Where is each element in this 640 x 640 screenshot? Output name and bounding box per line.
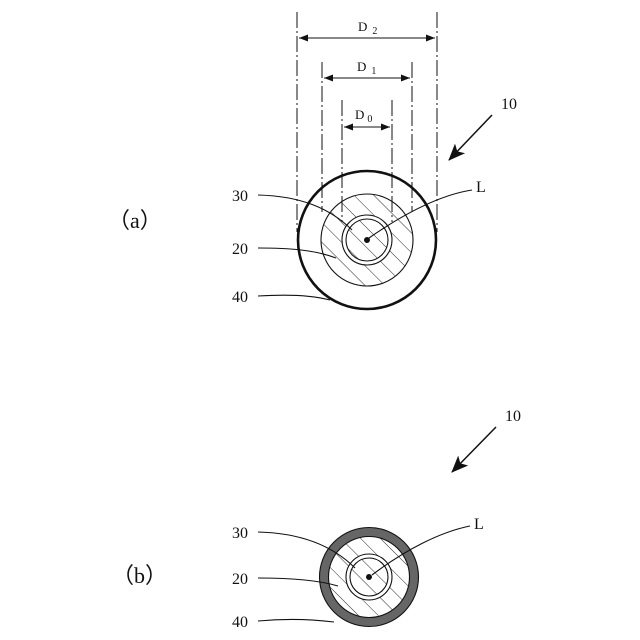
axis-point-l-b bbox=[366, 574, 372, 580]
dimension-label-d1: D1 bbox=[357, 59, 376, 77]
leader-40-b bbox=[258, 619, 334, 622]
reference-arrow-10-b bbox=[452, 427, 496, 472]
panel-a: （a） D2 D1 D0 30 bbox=[108, 12, 517, 309]
cross-section-a bbox=[298, 171, 436, 309]
ref-label-10-a: 10 bbox=[501, 96, 517, 113]
dimension-label-d0: D0 bbox=[355, 107, 372, 125]
leader-40-a bbox=[258, 295, 330, 300]
dimension-label-d2: D2 bbox=[358, 19, 377, 37]
ref-label-20-a: 20 bbox=[232, 241, 248, 258]
ref-label-40-a: 40 bbox=[232, 289, 248, 306]
ref-label-30-b: 30 bbox=[232, 525, 248, 542]
ref-label-l-a: L bbox=[476, 179, 486, 196]
ref-label-40-b: 40 bbox=[232, 614, 248, 631]
ref-label-20-b: 20 bbox=[232, 571, 248, 588]
ref-label-10-b: 10 bbox=[505, 408, 521, 425]
cross-section-b bbox=[320, 528, 419, 627]
ref-label-l-b: L bbox=[474, 516, 484, 533]
reference-arrow-10-a bbox=[449, 115, 492, 160]
panel-b: （b） 30 20 40 L 10 bbox=[112, 408, 521, 631]
panel-a-label: （a） bbox=[108, 208, 162, 233]
ref-label-30-a: 30 bbox=[232, 188, 248, 205]
panel-b-label: （b） bbox=[112, 563, 167, 588]
